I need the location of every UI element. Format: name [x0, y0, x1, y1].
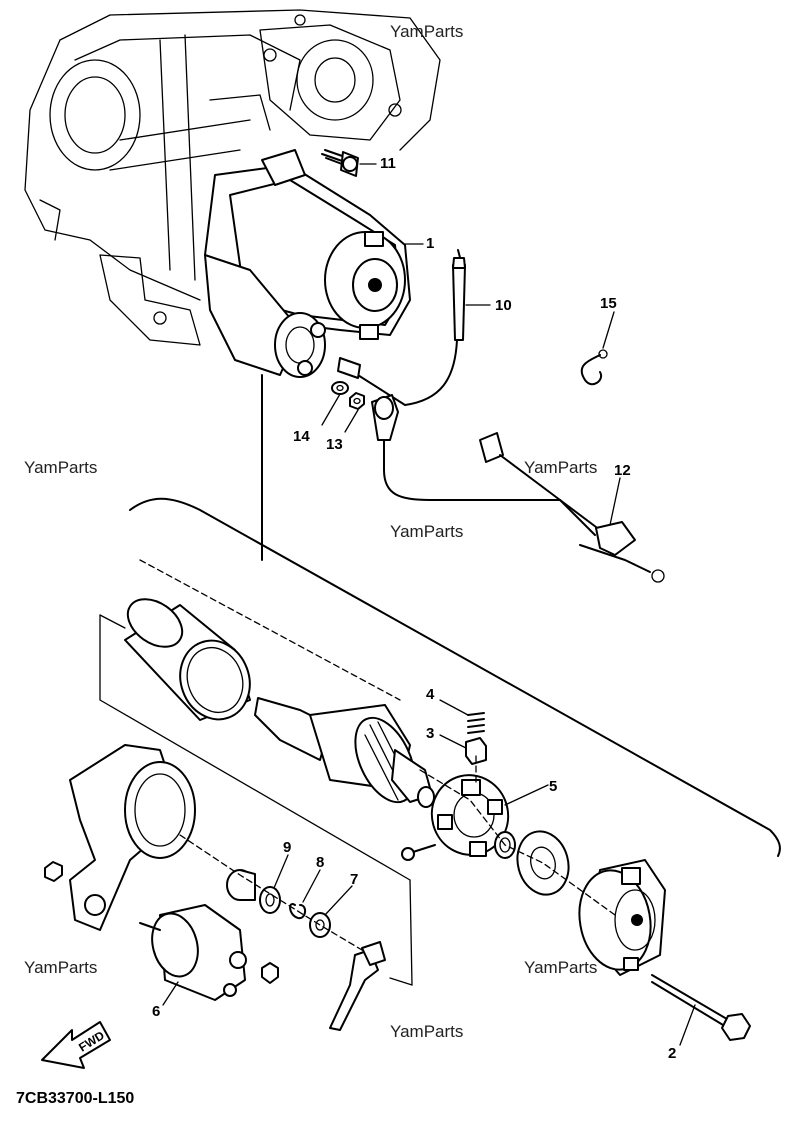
- battery-cable-10: [337, 249, 466, 406]
- bolt-11: [321, 149, 359, 177]
- watermark: YamParts: [524, 458, 598, 477]
- solenoid-6: [139, 904, 247, 1001]
- brush-spring-4: [467, 712, 485, 734]
- nut: [44, 861, 63, 882]
- callout-10: 10: [495, 297, 512, 314]
- watermark: YamParts: [390, 522, 464, 541]
- bushing: [226, 869, 256, 901]
- forward-direction-arrow: FWD: [41, 1021, 111, 1069]
- exploded-view-bracket: [129, 497, 781, 857]
- watermark: YamParts: [524, 958, 598, 977]
- callout-15: 15: [600, 295, 617, 312]
- callouts: 11 1 10 15 14 13 12 4 3 5 9 8 7 6 2: [152, 155, 676, 1062]
- callout-3: 3: [426, 725, 434, 742]
- through-bolt-2: [651, 974, 751, 1041]
- clip-8: [289, 903, 306, 920]
- front-bracket: [69, 744, 196, 931]
- yoke-housing: [124, 598, 251, 721]
- callout-6: 6: [152, 1003, 160, 1020]
- thrust-washer: [516, 830, 570, 896]
- washer-9: [259, 886, 281, 914]
- engine-block-outline: [24, 9, 441, 346]
- cable-terminal-cover: [371, 394, 561, 501]
- watermark: YamParts: [24, 958, 98, 977]
- washer-14: [331, 381, 349, 395]
- group-frame: [99, 614, 413, 986]
- callout-8: 8: [316, 854, 324, 871]
- callout-2: 2: [668, 1045, 676, 1062]
- armature: [254, 697, 435, 808]
- wire-harness-12: [479, 432, 665, 583]
- callout-13: 13: [326, 436, 343, 453]
- shift-lever: [329, 941, 386, 1031]
- drawing-code: 7CB33700-L150: [16, 1090, 135, 1107]
- callout-11: 11: [380, 155, 396, 172]
- callout-12: 12: [614, 462, 631, 479]
- brush-holder-5: [401, 774, 510, 861]
- watermark: YamParts: [390, 22, 464, 41]
- starter-motor-assembly: [204, 149, 411, 378]
- callout-4: 4: [426, 686, 435, 703]
- callout-9: 9: [283, 839, 291, 856]
- explosion-guide-lines: [139, 559, 616, 951]
- callout-1: 1: [426, 235, 434, 252]
- watermark: YamParts: [390, 1022, 464, 1041]
- callout-14: 14: [293, 428, 310, 445]
- solenoid-nut: [261, 962, 279, 984]
- clip-15: [580, 349, 608, 386]
- rear-cover: [578, 859, 666, 976]
- callout-7: 7: [350, 871, 358, 888]
- callout-5: 5: [549, 778, 557, 795]
- watermark: YamParts: [24, 458, 98, 477]
- nut-13: [349, 392, 365, 410]
- brush-3: [465, 737, 487, 765]
